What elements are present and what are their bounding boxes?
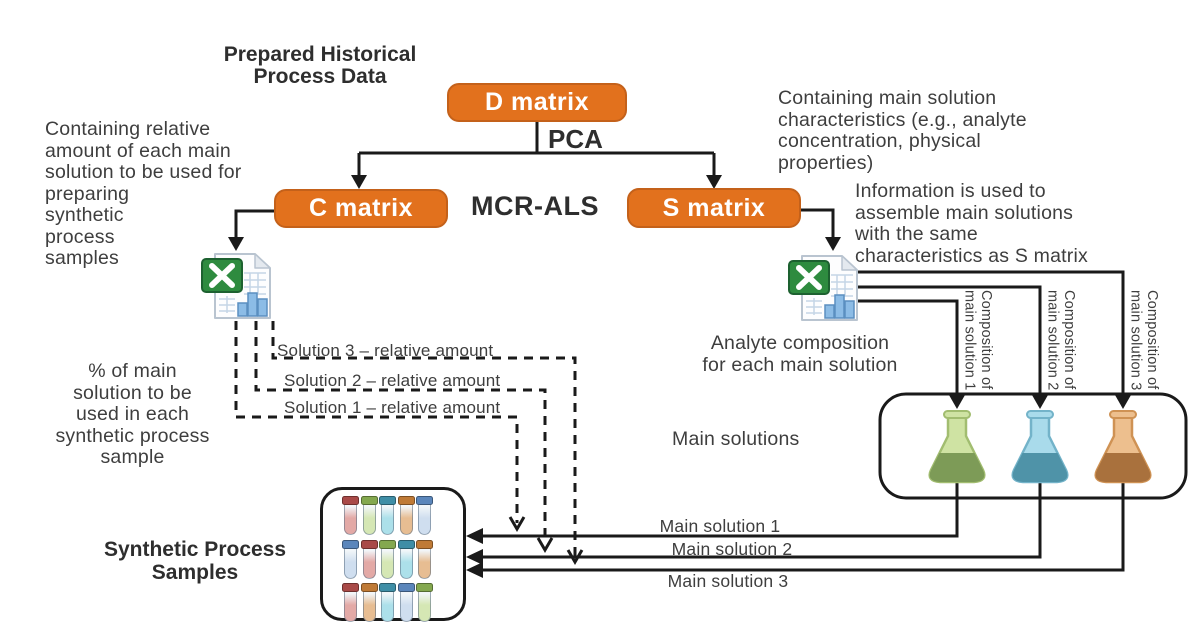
dashed-arrowhead-3 <box>566 549 584 565</box>
dashed-arrowhead-1 <box>508 516 526 532</box>
solution-3-relative-amount-label: Solution 3 – relative amount <box>277 341 494 360</box>
test-tube-teal <box>397 539 415 580</box>
tube-body <box>344 592 357 622</box>
s-info-note: Information is used to assemble main sol… <box>855 180 1088 267</box>
d-matrix-box: D matrix <box>447 83 627 122</box>
flask-main-solution-3 <box>1094 410 1152 484</box>
tube-cap <box>379 583 396 592</box>
arrow-composition-3 <box>852 270 1125 396</box>
arrow-c-to-excel <box>234 209 275 239</box>
test-tube-green <box>360 496 378 536</box>
c-matrix-note: Containing relative amount of each main … <box>45 118 242 269</box>
page-title: Prepared Historical Process Data <box>223 43 417 88</box>
dashed-solution-2 <box>254 321 547 544</box>
tube-body <box>399 548 413 579</box>
tube-cap <box>360 539 378 549</box>
tube-cap <box>342 539 359 549</box>
tube-cap <box>360 496 378 505</box>
tube-body <box>399 592 413 622</box>
tube-cap <box>360 583 378 592</box>
d-matrix-label: D matrix <box>484 88 590 116</box>
test-tube-orange <box>360 583 378 623</box>
mcr-als-label: MCR-ALS <box>471 191 599 221</box>
s-matrix-box: S matrix <box>627 188 801 228</box>
tube-body <box>381 548 394 579</box>
dashed-solution-3 <box>271 321 577 556</box>
arrow-s-to-excel <box>800 208 835 239</box>
pca-label: PCA <box>548 124 603 154</box>
tube-body <box>362 548 376 579</box>
flask-main-solution-2 <box>1011 410 1069 484</box>
solution-2-relative-amount-label: Solution 2 – relative amount <box>284 371 501 390</box>
flask-main-solution-1 <box>928 410 986 484</box>
tube-body <box>344 548 357 579</box>
test-tube-blue <box>397 583 415 623</box>
test-tube-blue <box>416 496 433 536</box>
tube-body <box>381 505 394 535</box>
tube-body <box>418 548 431 579</box>
solution-1-relative-amount-label: Solution 1 – relative amount <box>284 398 501 417</box>
tube-cap <box>379 496 396 505</box>
tube-cap <box>416 539 433 549</box>
percent-note: % of main solution to be used in each sy… <box>55 360 210 468</box>
synthetic-samples-rack <box>320 487 466 623</box>
test-tube-red <box>342 496 359 536</box>
tube-cap <box>397 583 415 592</box>
tube-cap <box>397 496 415 505</box>
tube-body <box>418 505 431 535</box>
arrow-main-solution-3 <box>472 480 1125 572</box>
main-solution-1-label: Main solution 1 <box>659 516 781 536</box>
tube-cap <box>397 539 415 549</box>
composition-main-solution-2-label: Composition of main solution 2 <box>1044 290 1078 391</box>
tube-cap <box>342 583 359 592</box>
composition-main-solution-3-label: Composition of main solution 3 <box>1127 290 1161 391</box>
tube-cap <box>416 583 433 592</box>
excel-file-icon <box>788 255 858 321</box>
tube-row <box>342 583 463 623</box>
excel-file-icon <box>201 253 271 319</box>
composition-main-solution-1-label: Composition of main solution 1 <box>961 290 995 391</box>
pca-split-line <box>359 122 714 155</box>
arrow-composition-2 <box>852 285 1042 396</box>
tube-row <box>342 539 463 580</box>
synthetic-process-samples-label: Synthetic Process Samples <box>103 538 287 584</box>
main-solution-2-label: Main solution 2 <box>671 539 793 559</box>
test-tube-green <box>416 583 433 623</box>
test-tube-orange <box>397 496 415 536</box>
bar-chart-glyph <box>824 294 855 319</box>
arrow-main-solution-1 <box>472 480 959 538</box>
test-tube-teal <box>379 496 396 536</box>
tube-cap <box>342 496 359 505</box>
main-solution-3-label: Main solution 3 <box>667 571 789 591</box>
tube-cap <box>416 496 433 505</box>
tube-body <box>381 592 394 622</box>
tube-cap <box>379 539 396 549</box>
test-tube-green <box>379 539 396 580</box>
tube-body <box>362 505 376 535</box>
test-tube-teal <box>379 583 396 623</box>
test-tube-red <box>342 583 359 623</box>
s-matrix-label: S matrix <box>662 193 766 222</box>
bar-chart-glyph <box>237 292 268 317</box>
c-matrix-box: C matrix <box>274 189 448 228</box>
test-tube-orange <box>416 539 433 580</box>
test-tube-red <box>360 539 378 580</box>
tube-row <box>342 496 463 536</box>
dashed-arrowhead-2 <box>536 537 554 553</box>
test-tube-blue <box>342 539 359 580</box>
c-matrix-label: C matrix <box>308 194 414 222</box>
arrow-main-solution-2 <box>472 480 1042 559</box>
tube-body <box>344 505 357 535</box>
tube-body <box>399 505 413 535</box>
main-solutions-label: Main solutions <box>672 428 800 450</box>
analyte-composition-note: Analyte composition for each main soluti… <box>702 332 898 376</box>
dashed-solution-1 <box>234 321 519 523</box>
s-matrix-note: Containing main solution characteristics… <box>778 87 1027 174</box>
arrow-composition-1 <box>852 299 959 396</box>
tube-body <box>418 592 431 622</box>
tube-body <box>362 592 376 622</box>
